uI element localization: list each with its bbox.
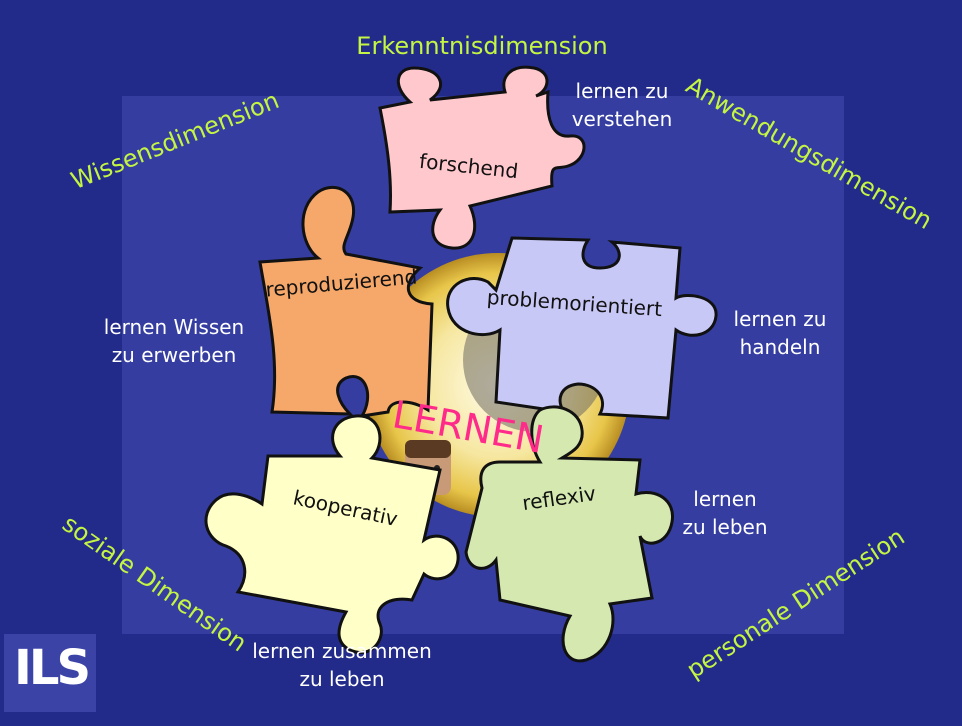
annotation-zusammen-line-1: lernen zusammen [252,639,432,663]
dimension-label-left: Wissensdimension [67,86,283,195]
dimension-label-bottom-right: personale Dimension [682,522,910,684]
annotation-verstehen-line-1: lernen zu [576,79,669,103]
dimension-label-top: Erkenntnisdimension [356,32,607,60]
annotation-handeln-line-1: lernen zu [734,307,827,331]
puzzle-piece-problemorientiert [446,236,718,420]
puzzle-piece-reproduzierend [258,185,434,418]
dimension-label-right: Anwendungsdimension [681,71,937,235]
annotation-zusammen-line-2: zu leben [299,667,384,691]
puzzle-piece-forschend [378,65,586,250]
annotation-leben-line-2: zu leben [682,515,767,539]
annotation-verstehen-line-2: verstehen [572,107,673,131]
annotation-leben-line-1: lernen [693,487,756,511]
puzzle-piece-kooperativ [204,414,460,654]
annotation-wissen-line-2: zu erwerben [112,343,237,367]
ils-logo-text: ILS [14,640,91,696]
puzzle-piece-reflexiv [464,405,674,663]
annotation-handeln-line-2: handeln [740,335,821,359]
ils-logo: ILS [4,634,96,712]
annotation-wissen-line-1: lernen Wissen [104,315,244,339]
